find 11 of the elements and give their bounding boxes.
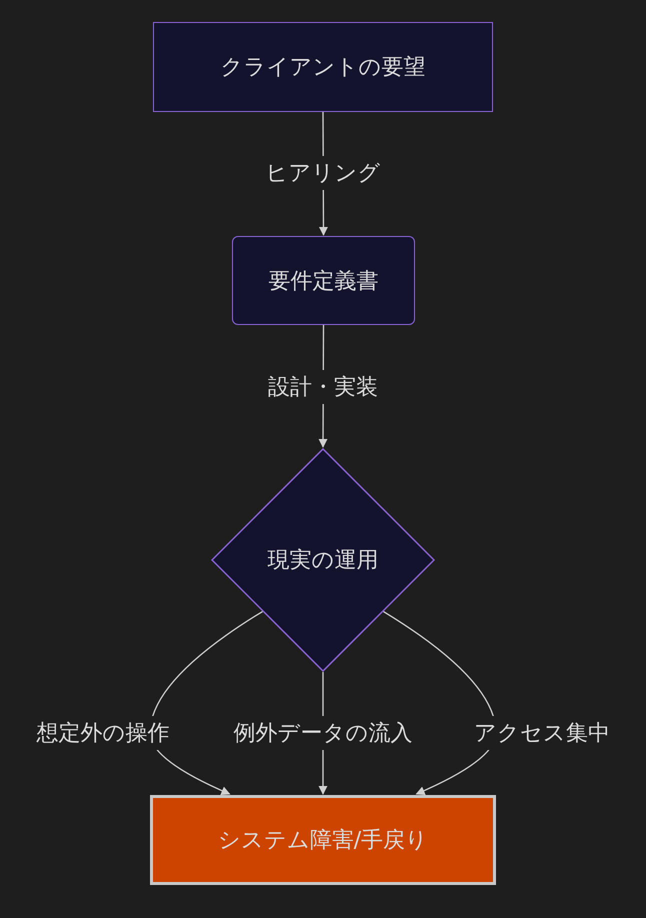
edge-label: 設計・実装 bbox=[266, 370, 380, 404]
node-label: 現実の運用 bbox=[268, 547, 378, 575]
outcome-box bbox=[150, 795, 496, 885]
document-box bbox=[232, 236, 415, 325]
edge-label: 想定外の操作 bbox=[34, 716, 172, 750]
process-box bbox=[153, 22, 493, 112]
node-label: クライアントの要望 bbox=[220, 54, 426, 82]
decision-diamond bbox=[211, 448, 435, 672]
node-label: 要件定義書 bbox=[268, 268, 378, 296]
edge-label: 例外データの流入 bbox=[232, 716, 414, 750]
node-label: システム障害/手戻り bbox=[218, 827, 428, 855]
